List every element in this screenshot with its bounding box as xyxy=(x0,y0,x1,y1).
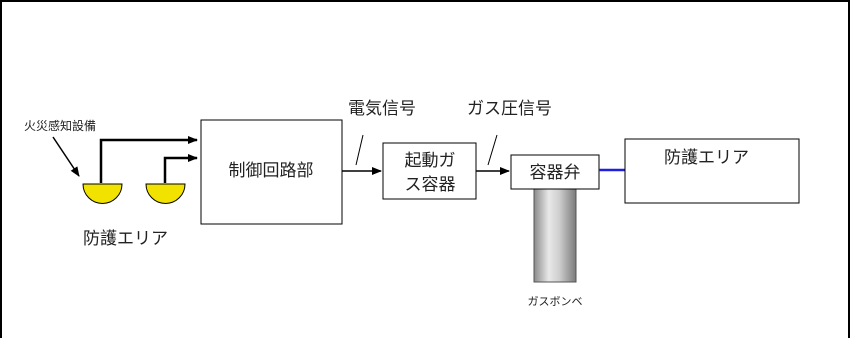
gas-pressure-signal-label: ガス圧信号 xyxy=(467,99,552,119)
protected-area-left-label: 防護エリア xyxy=(83,229,168,249)
fire-detector-2 xyxy=(145,183,186,204)
gas-cylinder-label: ガスボンベ xyxy=(528,295,583,308)
protected-area-right-box xyxy=(624,138,800,204)
detector-1-signal-line xyxy=(99,136,198,183)
detector-label: 火災感知設備 xyxy=(24,118,96,133)
starter-gas-container-label-2: ス容器 xyxy=(405,175,456,195)
container-valve-box xyxy=(510,154,600,190)
container-valve-label: 容器弁 xyxy=(530,163,581,183)
detector-pointer-arrow xyxy=(52,136,80,177)
control-unit-box xyxy=(200,119,343,225)
electric-signal-leader xyxy=(355,134,364,166)
control-unit-label: 制御回路部 xyxy=(229,161,314,181)
detector-2-signal-line xyxy=(163,154,198,183)
starter-gas-container-box xyxy=(382,142,477,200)
starter-gas-container-label-1: 起動ガ xyxy=(405,151,456,171)
electric-signal-label: 電気信号 xyxy=(348,99,416,119)
fire-detector-1 xyxy=(82,183,123,204)
gas-pressure-signal-leader xyxy=(487,134,498,166)
protected-area-right-label: 防護エリア xyxy=(664,148,749,168)
